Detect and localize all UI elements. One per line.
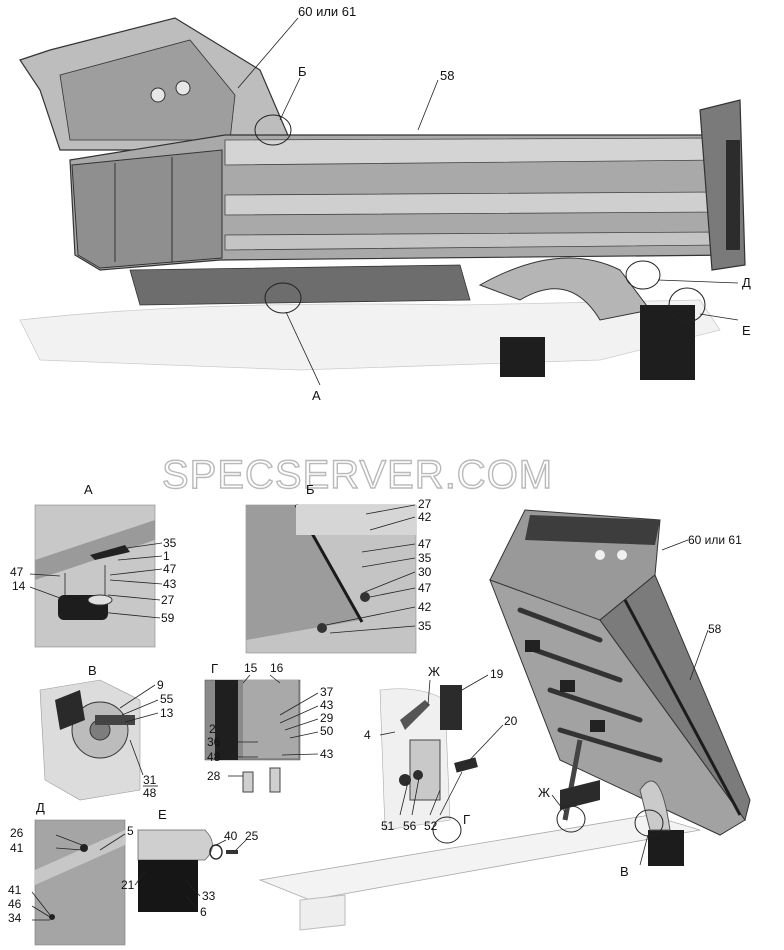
detail-g-label: 48 (207, 750, 221, 764)
callout-a-top: А (312, 388, 321, 403)
detail-zh-label: 56 (403, 819, 417, 833)
detail-e-label: 21 (121, 878, 135, 892)
tipped-view-illustration (258, 509, 751, 931)
detail-g-label: 43 (320, 698, 334, 712)
detail-b-label: 42 (418, 600, 432, 614)
detail-v-label: 9 (157, 678, 164, 692)
tipped-callout-58: 58 (708, 622, 722, 636)
detail-a-label: 47 (163, 562, 177, 576)
detail-b-label: 35 (418, 551, 432, 565)
detail-e-illustration (134, 829, 247, 912)
detail-d-label: 41 (8, 883, 22, 897)
detail-v-label: 31 (143, 773, 157, 787)
detail-e-label: 40 (224, 829, 238, 843)
detail-e-label: 25 (245, 829, 259, 843)
detail-zh-label: 4 (364, 728, 371, 742)
detail-b-label: 35 (418, 619, 432, 633)
detail-a-label: 47 (10, 565, 24, 579)
detail-b-label: 47 (418, 581, 432, 595)
detail-v-label: 55 (160, 692, 174, 706)
detail-zh-label: 20 (504, 714, 518, 728)
detail-e-label: 33 (202, 889, 216, 903)
detail-a-label: 14 (12, 579, 26, 593)
detail-g-label: 2 (209, 722, 216, 736)
tipped-callout-60-61: 60 или 61 (688, 533, 742, 547)
detail-zh-label: 52 (424, 819, 438, 833)
detail-g-label: 50 (320, 724, 334, 738)
detail-b-illustration (245, 504, 417, 654)
detail-e-title: Е (158, 807, 167, 822)
detail-d-label: 41 (10, 841, 24, 855)
detail-g-label: 43 (320, 747, 334, 761)
detail-b-label: 42 (418, 510, 432, 524)
callout-58-top: 58 (440, 68, 454, 83)
detail-g-label: 36 (207, 735, 221, 749)
detail-g-label: 29 (320, 711, 334, 725)
detail-g-label: 28 (207, 769, 221, 783)
detail-a-illustration (29, 504, 163, 648)
callout-b-top: Б (298, 64, 307, 79)
detail-e-label: 6 (200, 905, 207, 919)
detail-b-label: 30 (418, 565, 432, 579)
detail-g-label: 16 (270, 661, 284, 675)
overview-illustration (19, 17, 746, 386)
tipped-callout-zh: Ж (538, 785, 550, 800)
callout-d-top: Д (742, 275, 751, 290)
detail-g-label: 15 (244, 661, 258, 675)
detail-g-label: 37 (320, 685, 334, 699)
detail-b-title: Б (306, 482, 315, 497)
detail-a-label: 43 (163, 577, 177, 591)
detail-d-label: 34 (8, 911, 22, 925)
detail-v-label: 13 (160, 706, 174, 720)
detail-zh-label: 51 (381, 819, 395, 833)
detail-zh-title: Ж (428, 664, 440, 679)
tipped-callout-v: В (620, 864, 629, 879)
detail-g-illustration (204, 674, 319, 793)
detail-zh-label: 19 (490, 667, 504, 681)
tipped-callout-g: Г (463, 812, 470, 827)
detail-v-illustration (39, 679, 159, 801)
detail-a-label: 35 (163, 536, 177, 550)
detail-a-title: А (84, 482, 93, 497)
detail-d-illustration (31, 819, 126, 946)
detail-a-label: 59 (161, 611, 175, 625)
detail-a-label: 27 (161, 593, 175, 607)
detail-v-label: 48 (143, 786, 157, 800)
detail-b-label: 27 (418, 497, 432, 511)
detail-g-title: Г (211, 661, 218, 676)
callout-60-61-top: 60 или 61 (298, 4, 356, 19)
watermark: SPECSERVER.COM (162, 453, 553, 497)
detail-zh-illustration (379, 674, 504, 844)
detail-b-label: 47 (418, 537, 432, 551)
detail-d-label: 26 (10, 826, 24, 840)
detail-d-label: 5 (127, 824, 134, 838)
detail-d-label: 46 (8, 897, 22, 911)
detail-v-title: В (88, 663, 97, 678)
detail-d-title: Д (36, 800, 45, 815)
callout-e-top: Е (742, 323, 751, 338)
detail-a-label: 1 (163, 549, 170, 563)
